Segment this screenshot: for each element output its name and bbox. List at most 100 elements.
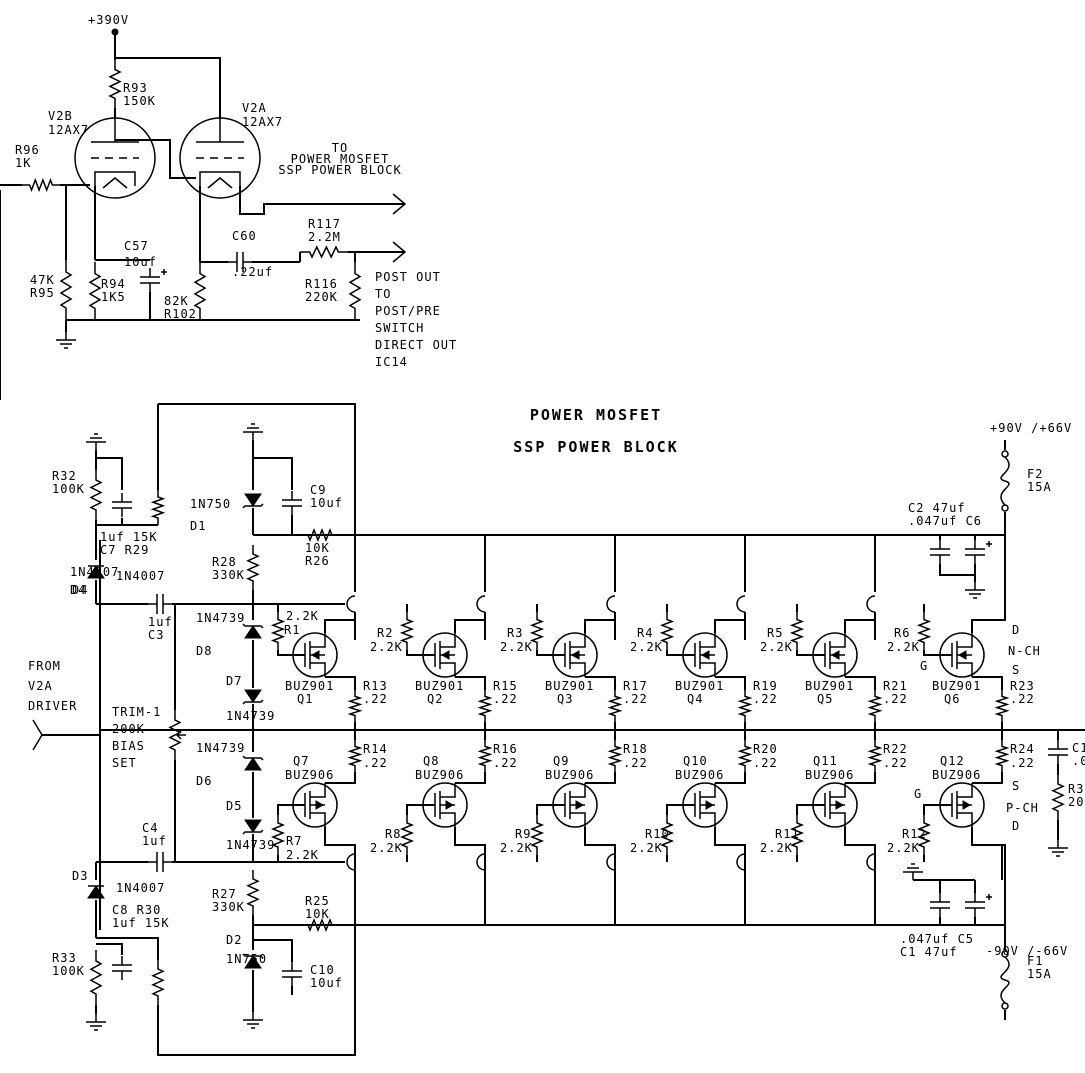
- p-ref-10: Q10: [683, 754, 708, 768]
- q3-body: [552, 632, 598, 678]
- n-device-4: BUZ901: [675, 679, 724, 693]
- r30: [151, 960, 165, 1005]
- n-gate-res-6: [916, 612, 932, 650]
- post-out-arrow-head: [392, 241, 407, 263]
- n-gate-ref-2: R2: [377, 626, 393, 640]
- n-bus-hop-5: [866, 595, 876, 613]
- f2-end-a: [1001, 450, 1009, 458]
- ground-r32: [86, 433, 106, 450]
- n-source-ref-4: R19: [753, 679, 778, 693]
- p-drain-wire-3: [584, 827, 616, 880]
- n-source-res-5: [867, 690, 883, 722]
- n-gate-wire-5: [796, 650, 825, 656]
- p-gate-wire-1: [277, 804, 305, 815]
- p-source-pin: S: [1012, 779, 1020, 793]
- q8-body: [422, 782, 468, 828]
- r25: [300, 917, 340, 933]
- r94-label-line-1: 1K5: [101, 290, 126, 304]
- q4-arrow: [700, 650, 710, 660]
- r29: [150, 490, 166, 525]
- n-gate-value-2: 2.2K: [370, 640, 403, 654]
- p-bus-hop-5: [866, 853, 876, 871]
- q2-arrow: [440, 650, 450, 660]
- q7-body: [292, 782, 338, 828]
- c9-label-line-1: 10uf: [310, 496, 343, 510]
- p-bus-hop-3: [606, 853, 616, 871]
- bias-trim-label-line-0: TRIM-1: [112, 705, 161, 719]
- r27-label-line-0: R27: [212, 887, 237, 901]
- q9-body: [552, 782, 598, 828]
- v2a-type: 12AX7: [242, 115, 283, 129]
- n-ref-1: Q1: [297, 692, 313, 706]
- r28-label-line-1: 330K: [212, 568, 245, 582]
- n-source-pin: S: [1012, 663, 1020, 677]
- c8-r30-label-line-0: C8 R30: [112, 903, 161, 917]
- d7-bar: [242, 699, 264, 705]
- q4-body: [682, 632, 728, 678]
- q9-gate-channel: [564, 791, 571, 819]
- p-gate-ref-5: R11: [775, 827, 800, 841]
- p-source-wire-5: [845, 772, 876, 784]
- n-source-wire-4: [715, 676, 746, 690]
- p-device-8: BUZ906: [415, 768, 464, 782]
- n-drain-wire-4: [714, 612, 746, 633]
- p-ref-9: Q9: [553, 754, 569, 768]
- p-gate-ref-6: R12: [902, 827, 927, 841]
- interstage-wire: [115, 139, 196, 179]
- d4-label-line-1: 1N4007: [70, 565, 119, 579]
- d1: [244, 493, 262, 507]
- r28: [246, 545, 260, 590]
- n-bus-hop-2: [476, 595, 486, 613]
- input-label-line-0: FROM: [28, 659, 61, 673]
- p-source-ref-1: R14: [363, 742, 388, 756]
- bias-trim-label-line-2: BIAS: [112, 739, 145, 753]
- labels: +390VR93150KV2B12AX7V2A12AX7R961K47KR95R…: [15, 13, 1085, 990]
- r96-label-line-1: 1K: [15, 156, 31, 170]
- p-device-7: BUZ906: [285, 768, 334, 782]
- c2-c6-join: [939, 564, 976, 576]
- n-gate-res-2: [399, 612, 415, 650]
- n-source-wire-1: [325, 676, 356, 690]
- input-label-line-2: DRIVER: [28, 699, 77, 713]
- r94: [88, 262, 102, 320]
- c57: [140, 268, 160, 292]
- q10-gate-channel: [694, 791, 701, 819]
- p-source-wire-4: [715, 772, 746, 784]
- r93: [108, 60, 122, 108]
- q2-body: [422, 632, 468, 678]
- q12-drain-rail: [971, 827, 1006, 925]
- p-source-ref-4: R20: [753, 742, 778, 756]
- p-gate-wire-5: [796, 804, 825, 815]
- p-ref-7: Q7: [293, 754, 309, 768]
- p-source-ref-5: R22: [883, 742, 908, 756]
- q8-gate-channel: [434, 791, 441, 819]
- n-bus-hop-1: [346, 595, 356, 613]
- q10-body: [682, 782, 728, 828]
- power-block-label-line-2: SSP POWER BLOCK: [278, 163, 401, 177]
- trim1: [168, 710, 182, 760]
- n-source-wire-6: [972, 676, 1003, 690]
- pos-rail-label: +90V /+66V: [990, 421, 1072, 435]
- n-source-value-5: .22: [883, 692, 908, 706]
- c5: [965, 893, 985, 917]
- n-bus-hop-3: [606, 595, 616, 613]
- p-source-res-2: [477, 740, 493, 772]
- v2a-tube-heater: [207, 177, 233, 189]
- d6-label-line-1: D6: [196, 774, 212, 788]
- p-drain-wire-6: [971, 827, 1003, 880]
- c3-label-line-0: 1uf: [148, 615, 173, 629]
- d5-label-line-1: 1N4739: [226, 838, 275, 852]
- c10-label-line-0: C10: [310, 963, 335, 977]
- q1-arrow: [310, 650, 320, 660]
- n-source-ref-6: R23: [1010, 679, 1035, 693]
- n-source-wire-3: [585, 676, 616, 690]
- c8: [112, 956, 132, 980]
- zobel-cap-label-line-0: C1: [1072, 741, 1085, 755]
- r1-ref: R1: [284, 623, 300, 637]
- q12-gate-channel: [951, 791, 958, 819]
- c7-top: [96, 457, 123, 490]
- ground-d1: [243, 423, 263, 440]
- p-source-ref-6: R24: [1010, 742, 1035, 756]
- q12-arrow: [962, 800, 972, 810]
- q11-arrow: [835, 800, 845, 810]
